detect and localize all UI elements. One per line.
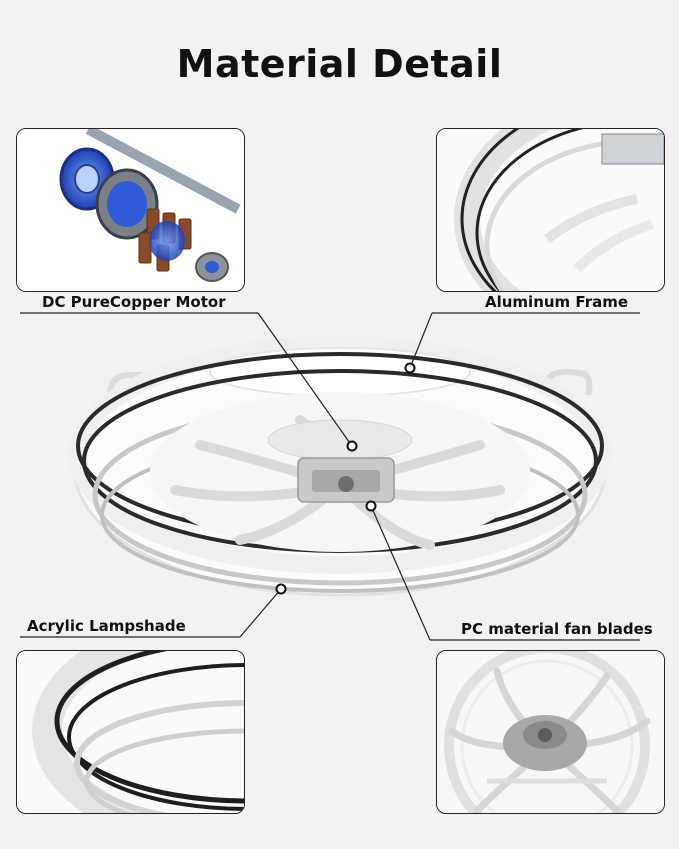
lampshade-marker-dot	[275, 583, 287, 595]
aluminum-frame-image	[437, 129, 664, 291]
motor-label: DC PureCopper Motor	[42, 293, 226, 311]
lampshade-detail-panel	[16, 650, 245, 814]
blades-detail-panel	[436, 650, 665, 814]
blades-marker-dot	[365, 500, 377, 512]
fan-blades-image	[437, 651, 664, 813]
motor-marker-dot	[346, 440, 358, 452]
lampshade-label: Acrylic Lampshade	[27, 617, 186, 635]
frame-label: Aluminum Frame	[485, 293, 629, 311]
motor-image	[17, 129, 244, 291]
motor-detail-panel	[16, 128, 245, 292]
frame-detail-panel	[436, 128, 665, 292]
blades-label: PC material fan blades	[461, 620, 653, 638]
acrylic-lampshade-image	[17, 651, 244, 813]
frame-marker-dot	[404, 362, 416, 374]
page-title: Material Detail	[176, 42, 503, 86]
